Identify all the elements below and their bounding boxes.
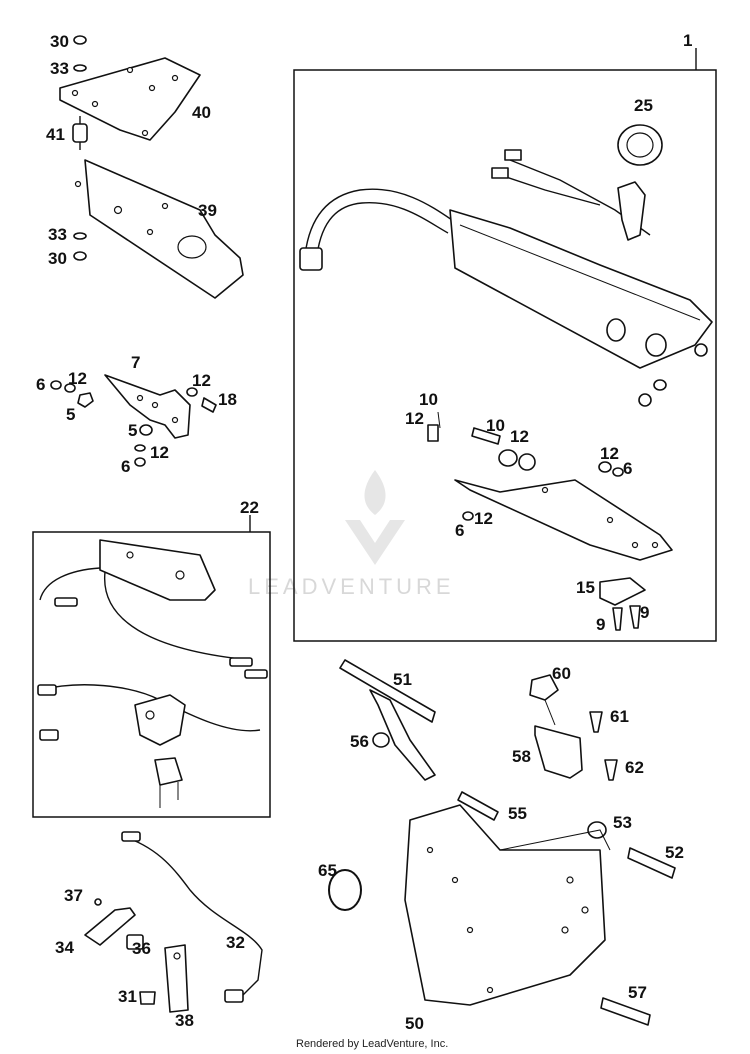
- callout-58: 58: [512, 747, 531, 766]
- callout-56: 56: [350, 732, 369, 751]
- callout-12-g1-b: 12: [510, 427, 529, 446]
- callout-30-top: 30: [50, 32, 69, 51]
- callout-32: 32: [226, 933, 245, 952]
- group-22-frame: [32, 515, 271, 818]
- part-51-handle: [339, 659, 436, 781]
- callout-labels: 1 30 33 40 41 39 33 30 25 7 6 12 5 12 18…: [36, 31, 692, 1033]
- callout-12-g1-a: 12: [405, 409, 424, 428]
- callout-57: 57: [628, 983, 647, 1002]
- callout-51: 51: [393, 670, 412, 689]
- callout-12-g1-c: 12: [600, 444, 619, 463]
- callout-60: 60: [552, 664, 571, 683]
- part-65-ring: [328, 869, 362, 911]
- callout-40: 40: [192, 103, 211, 122]
- callout-22: 22: [240, 498, 259, 517]
- footer-credit: Rendered by LeadVenture, Inc.: [296, 1038, 448, 1050]
- part-58-bracket-group: [529, 674, 618, 781]
- callout-5-left: 5: [66, 405, 75, 424]
- callout-30-bottom: 30: [48, 249, 67, 268]
- callout-50: 50: [405, 1014, 424, 1033]
- group-1-frame: [293, 48, 717, 642]
- callout-33-top: 33: [50, 59, 69, 78]
- callout-34: 34: [55, 938, 74, 957]
- group-1-lower-plate: [427, 411, 673, 631]
- callout-15: 15: [576, 578, 595, 597]
- callout-33-bottom: 33: [48, 225, 67, 244]
- leadventure-logo-watermark: LEADVENTURE: [248, 470, 455, 599]
- callout-52: 52: [665, 843, 684, 862]
- callout-7: 7: [131, 353, 140, 372]
- callout-12-g1-d: 12: [474, 509, 493, 528]
- callout-62: 62: [625, 758, 644, 777]
- callout-6-left: 6: [36, 375, 45, 394]
- callout-12-left: 12: [68, 369, 87, 388]
- callout-39: 39: [198, 201, 217, 220]
- callout-65: 65: [318, 861, 337, 880]
- callout-6-g1-a: 6: [623, 459, 632, 478]
- callout-6-g1-b: 6: [455, 521, 464, 540]
- group-22-instrument-panel: [37, 539, 268, 808]
- callout-6-bottom: 6: [121, 457, 130, 476]
- part-57-rubber: [600, 997, 651, 1026]
- callout-12-bottom: 12: [150, 443, 169, 462]
- callout-61: 61: [610, 707, 629, 726]
- watermark-text: LEADVENTURE: [248, 574, 455, 599]
- callout-10-b: 10: [486, 416, 505, 435]
- callout-1: 1: [683, 31, 692, 50]
- callout-12-right: 12: [192, 371, 211, 390]
- callout-18: 18: [218, 390, 237, 409]
- group-1-main-tray: [299, 188, 713, 407]
- part-39-bracket: [74, 159, 244, 299]
- callout-25: 25: [634, 96, 653, 115]
- callout-10-a: 10: [419, 390, 438, 409]
- part-41-mount: [72, 116, 88, 150]
- callout-38: 38: [175, 1011, 194, 1030]
- callout-55: 55: [508, 804, 527, 823]
- part-40-plate: [59, 57, 201, 141]
- callout-36: 36: [132, 939, 151, 958]
- callout-41: 41: [46, 125, 65, 144]
- parts-30-33-top: [73, 35, 87, 261]
- callout-9-b: 9: [640, 603, 649, 622]
- callout-37: 37: [64, 886, 83, 905]
- callout-5-bottom: 5: [128, 421, 137, 440]
- part-7-bracket: [50, 374, 217, 467]
- callout-9-a: 9: [596, 615, 605, 634]
- part-25-clamp-harness: [491, 124, 663, 241]
- part-55-pin: [457, 791, 499, 821]
- callout-53: 53: [613, 813, 632, 832]
- parts-31-38-sensor-group: [84, 831, 263, 1013]
- part-50-cover: [404, 804, 611, 1006]
- callout-31: 31: [118, 987, 137, 1006]
